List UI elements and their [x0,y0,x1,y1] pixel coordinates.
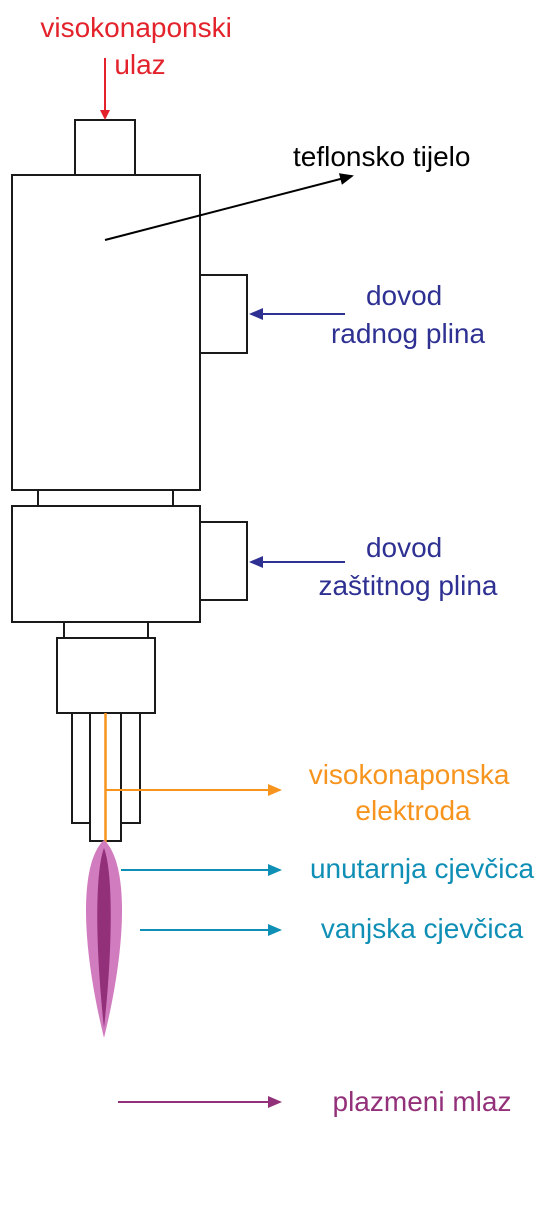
plasma-jet-inner [97,848,111,1028]
hv-electrode-label: visokonaponska elektroda [309,759,518,826]
shield-gas-label: dovod zaštitnog plina [318,532,497,601]
working-gas-label: dovod radnog plina [331,280,486,349]
teflon-body-upper [11,174,201,491]
body-joint-upper [37,489,174,507]
body-joint-lower [63,621,149,639]
outer-tube-label: vanjska cjevčica [321,913,524,944]
plasma-jet-label: plazmeni mlaz [333,1086,512,1117]
inner-tube-label: unutarnja cjevčica [310,853,535,884]
hv-input-label: visokonaponski ulaz [40,12,239,80]
shield-gas-port [199,521,248,601]
teflon-body-arrow [104,173,354,241]
hv-connector-cap [74,119,136,176]
working-gas-port [199,274,248,354]
nozzle-holder [56,637,156,714]
teflon-body-lower [11,505,201,623]
teflon-body-label: teflonsko tijelo [293,141,470,172]
